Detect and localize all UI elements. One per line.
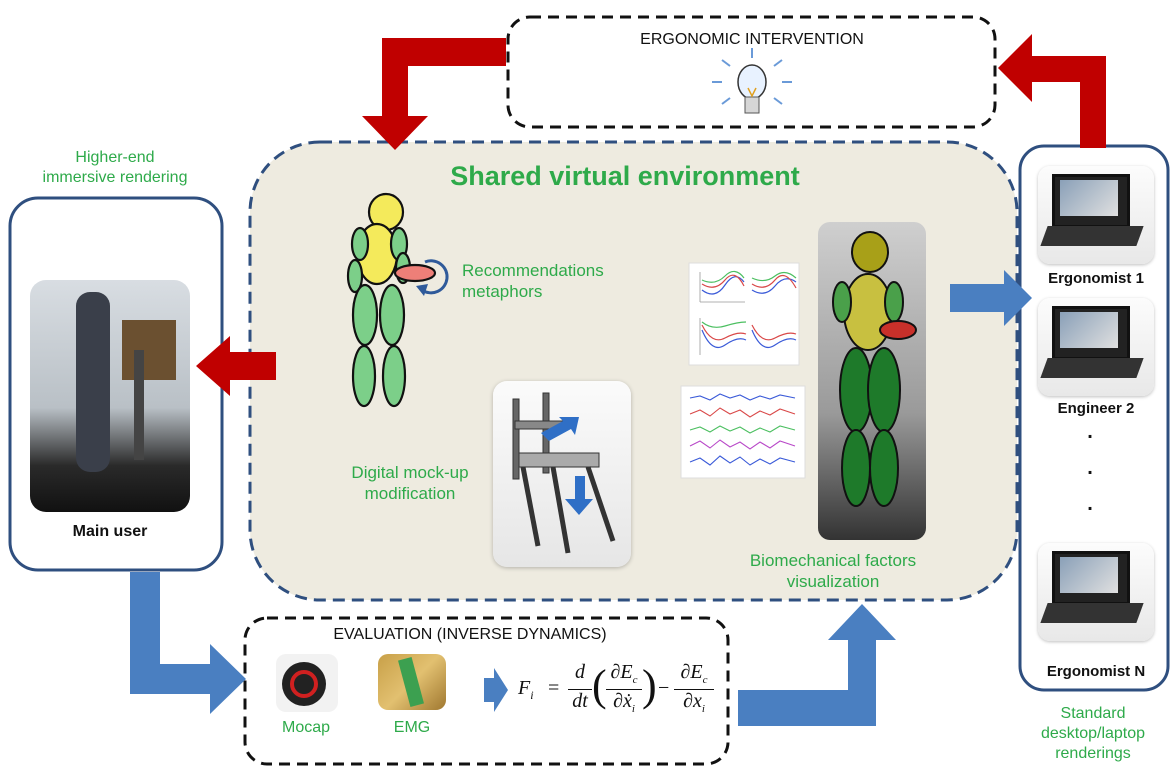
- red-arrow-env-to-user: [196, 336, 276, 396]
- formula-denominator-2: ∂xi: [674, 689, 714, 715]
- formula-paren-open: (: [592, 661, 607, 710]
- laptop-image-1: [1038, 166, 1154, 264]
- red-arrow-remote-to-intervention: [998, 34, 1106, 148]
- emg-image: [378, 654, 446, 710]
- laptop-image-3: [1038, 543, 1154, 641]
- laptop-image-2: [1038, 298, 1154, 396]
- formula-paren-close: ): [642, 661, 657, 710]
- chair-drawing: [512, 392, 616, 554]
- formula-numerator-1: ∂Ec: [610, 661, 638, 686]
- recommendations-label: Recommendations metaphors: [462, 261, 604, 302]
- formula-d: d: [575, 661, 585, 683]
- formula-minus: −: [658, 677, 670, 699]
- main-user-label: Main user: [72, 523, 148, 540]
- mockup-chair-image: [493, 381, 631, 567]
- ellipsis-dot-2: .: [1087, 457, 1093, 479]
- inverse-dynamics-formula: Fi = d dt ( ∂Ec ∂ẋi ) − ∂Ec ∂xi: [518, 655, 718, 725]
- plot-thumbnail-2: [680, 385, 806, 479]
- ellipsis-dot-3: .: [1087, 493, 1093, 515]
- formula-dt: dt: [568, 689, 592, 713]
- red-arrow-intervention-to-env: [362, 38, 506, 150]
- remote-user-1-label: Ergonomist 1: [1048, 270, 1144, 287]
- intervention-title: ERGONOMIC INTERVENTION: [640, 31, 864, 48]
- formula-lhs: Fi: [518, 677, 534, 702]
- rotation-arrow-icon: [421, 259, 449, 295]
- ellipsis-dot-1: .: [1087, 421, 1093, 443]
- blue-arrow-emg-to-formula: [484, 668, 508, 712]
- formula-denominator-1: ∂ẋi: [606, 689, 642, 715]
- mocap-image: [276, 654, 338, 712]
- mockup-label: Digital mock-up modification: [351, 463, 469, 504]
- blue-arrow-user-to-evaluation: [130, 572, 246, 714]
- blue-arrow-evaluation-to-env: [738, 604, 896, 726]
- biomech-avatar-photo: [818, 222, 926, 540]
- main-user-caption: Higher-end immersive rendering: [42, 149, 188, 186]
- remote-user-n-label: Ergonomist N: [1046, 663, 1146, 680]
- mockup-move-arrow-down: [565, 476, 593, 515]
- evaluation-title: EVALUATION (INVERSE DYNAMICS): [333, 626, 607, 643]
- biomech-label: Biomechanical factors visualization: [749, 551, 917, 592]
- main-user-photo: [30, 280, 190, 512]
- mocap-label: Mocap: [281, 719, 331, 736]
- remote-caption: Standard desktop/laptop renderings: [1040, 705, 1146, 762]
- plot-thumbnail-1: [688, 262, 800, 366]
- shared-env-title: Shared virtual environment: [450, 161, 800, 191]
- formula-numerator-2: ∂Ec: [680, 661, 708, 686]
- emg-label: EMG: [393, 719, 431, 736]
- avatar-figure: [346, 192, 437, 408]
- remote-user-2-label: Engineer 2: [1057, 400, 1135, 417]
- rotation-arrowhead: [416, 284, 428, 296]
- blue-arrow-env-to-remote: [950, 270, 1032, 326]
- mockup-move-arrow-up: [541, 417, 579, 441]
- formula-equals: =: [548, 677, 560, 699]
- light-bulb-icon: [712, 48, 792, 114]
- biomech-overlay: [832, 231, 917, 507]
